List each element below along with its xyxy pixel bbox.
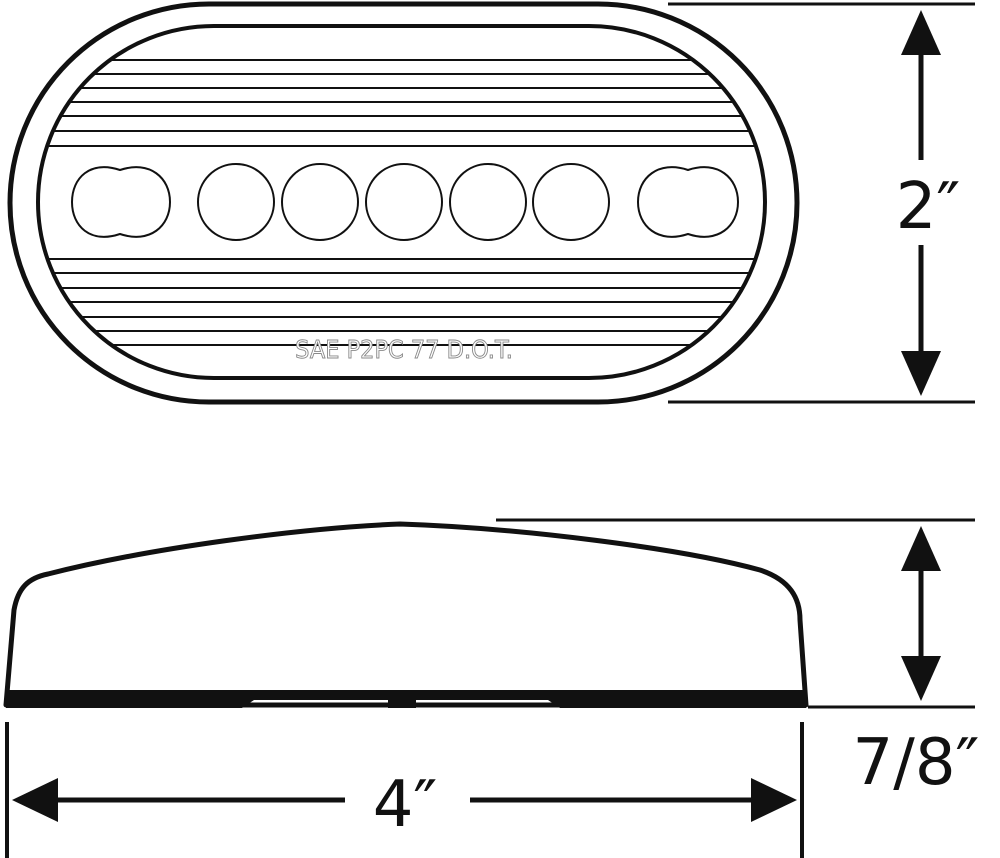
housing-outline (7, 1, 800, 405)
led-1 (197, 163, 275, 241)
side-view (3, 521, 809, 708)
depth-label: 7/8″ (853, 726, 980, 800)
lens-ribs (38, 59, 765, 346)
led-4 (449, 163, 527, 241)
top-view: SAE P2PC 77 D.O.T. (7, 1, 800, 405)
lens-outline (36, 24, 767, 380)
led-3 (365, 163, 443, 241)
height-label: 2″ (896, 170, 961, 244)
embossed-text: SAE P2PC 77 D.O.T. (295, 335, 513, 364)
led-2 (281, 163, 359, 241)
width-dimension (5, 722, 804, 858)
led-right (636, 166, 740, 238)
led-row (70, 163, 740, 241)
height-dimension (668, 2, 975, 404)
width-label: 4″ (373, 768, 438, 842)
side-profile (3, 521, 809, 708)
base-gasket (6, 690, 806, 708)
depth-dimension (496, 518, 975, 709)
led-left (70, 166, 172, 238)
led-5 (532, 163, 610, 241)
